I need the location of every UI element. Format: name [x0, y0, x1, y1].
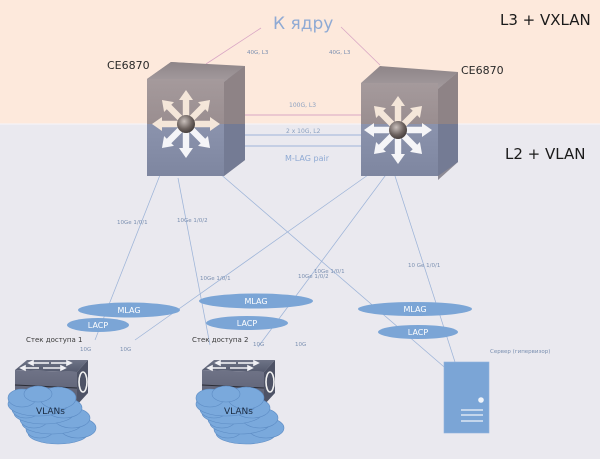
mlag-ellipse[interactable] — [358, 302, 472, 316]
access-group-1: MLAG LACP Стек доступа 1 10G 10G — [26, 302, 180, 353]
server-label: Сервер (гипервизор) — [490, 349, 550, 355]
router-arrows-icon — [364, 96, 432, 164]
uplink-left — [205, 27, 262, 65]
mlag-ellipse[interactable] — [199, 293, 313, 309]
link-10g-label: 10G — [80, 347, 91, 353]
core-switch-2[interactable] — [361, 66, 458, 180]
downlink-label: 10Ge 1/0/2 — [298, 274, 329, 280]
mlag-label: MLAG — [403, 305, 426, 314]
uplink-left-label: 40G, L3 — [247, 50, 269, 56]
lacp-label: LACP — [88, 321, 109, 330]
lacp-ellipse[interactable] — [378, 325, 458, 339]
mlag-label: MLAG — [244, 297, 267, 306]
switch-arrows-icon — [19, 359, 73, 372]
router-arrows-icon — [152, 90, 220, 158]
lacp-ellipse[interactable] — [206, 316, 288, 330]
link-10g-label: 10G — [253, 342, 264, 348]
downlink-sw1-stack2 — [177, 177, 211, 346]
downlink-label: 10Ge 1/0/1 — [314, 269, 345, 275]
downlink-sw2-stack2 — [257, 171, 389, 348]
l3-zone — [0, 0, 600, 124]
vlan-cloud-1-label: VLANs — [36, 407, 65, 417]
switch-arrows-icon — [206, 359, 260, 372]
l2-zone — [0, 124, 600, 459]
mlag-ellipse[interactable] — [78, 302, 180, 318]
link-10g-label: 10G — [295, 342, 306, 348]
peer-link-l2-label: 2 x 10G, L2 — [286, 128, 321, 135]
lacp-ellipse[interactable] — [67, 318, 129, 332]
access-group-2: MLAG LACP Стек доступа 2 10G 10G — [192, 293, 313, 348]
mlag-label: MLAG — [117, 306, 140, 315]
access-stack-1-label: Стек доступа 1 — [26, 336, 82, 344]
downlink-label: 10 Ge 1/0/1 — [408, 263, 440, 269]
vlan-cloud-2 — [195, 385, 285, 445]
uplink-right — [340, 26, 381, 66]
access-group-3: MLAG LACP Сервер (гипервизор) — [358, 302, 550, 355]
lacp-label: LACP — [408, 328, 429, 337]
downlink-label: 10Ge 1/0/2 — [177, 218, 208, 224]
link-10g-label: 10G — [120, 347, 131, 353]
peer-link-l3-label: 100G, L3 — [289, 102, 316, 109]
downlink-label: 10Ge 1/0/1 — [200, 276, 231, 282]
uplink-right-label: 40G, L3 — [329, 50, 351, 56]
access-stack-2-label: Стек доступа 2 — [192, 336, 248, 344]
core-label: К ядру — [273, 14, 333, 34]
lacp-label: LACP — [237, 319, 258, 328]
l2-zone-label: L2 + VLAN — [505, 145, 585, 163]
downlink-label: 10Ge 1/0/1 — [117, 220, 148, 226]
l3-zone-label: L3 + VXLAN — [500, 11, 591, 29]
vlan-cloud-1 — [7, 385, 97, 445]
core-switch-1-label: CE6870 — [107, 59, 150, 72]
mlag-pair-label: M-LAG pair — [285, 154, 330, 163]
core-switch-2-label: CE6870 — [461, 64, 504, 77]
vlan-cloud-2-label: VLANs — [224, 407, 253, 417]
server-icon[interactable] — [443, 361, 490, 434]
core-switch-1[interactable] — [147, 62, 245, 176]
